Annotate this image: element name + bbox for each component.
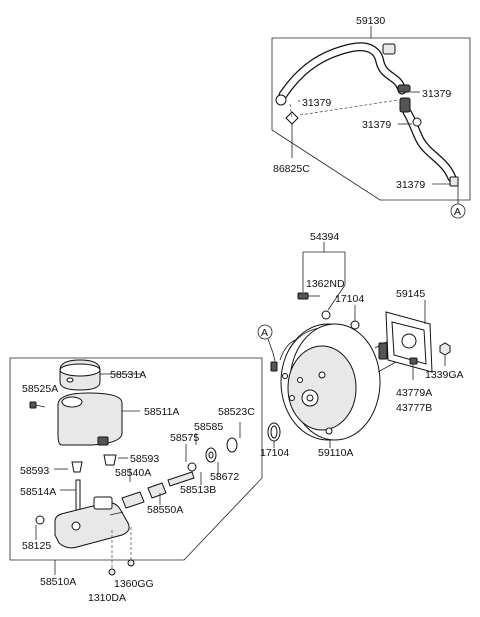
part-label-58531A: 58531A: [110, 369, 146, 381]
part-label-58514A: 58514A: [20, 486, 56, 498]
part-label-17104: 17104: [335, 293, 364, 305]
part-label-58125: 58125: [22, 540, 51, 552]
part-label-58523C: 58523C: [218, 406, 255, 418]
part-label-1310DA: 1310DA: [88, 592, 126, 604]
part-label-58593: 58593: [130, 453, 159, 465]
vacuum-hose-group: [271, 26, 471, 219]
part-label-43779A: 43779A: [396, 387, 432, 399]
part-label-31379: 31379: [302, 97, 331, 109]
reference-marker-a: A: [454, 206, 461, 218]
brake-booster-group: [257, 242, 451, 448]
part-label-1339GA: 1339GA: [425, 369, 464, 381]
part-label-58575: 58575: [170, 432, 199, 444]
part-label-31379: 31379: [396, 179, 425, 191]
part-label-31379: 31379: [422, 88, 451, 100]
part-label-31379: 31379: [362, 119, 391, 131]
part-label-1360GG: 1360GG: [114, 578, 154, 590]
part-label-17104: 17104: [260, 447, 289, 459]
part-label-58525A: 58525A: [22, 383, 58, 395]
part-label-59145: 59145: [396, 288, 425, 300]
part-label-58585: 58585: [194, 421, 223, 433]
part-label-58513B: 58513B: [180, 484, 216, 496]
part-label-58593: 58593: [20, 465, 49, 477]
part-label-1362ND: 1362ND: [306, 278, 345, 290]
part-label-54394: 54394: [310, 231, 339, 243]
part-label-58540A: 58540A: [115, 467, 151, 479]
part-label-58511A: 58511A: [144, 406, 179, 418]
master-cylinder-group: [9, 357, 263, 576]
reference-marker-a: A: [261, 327, 268, 339]
part-label-58550A: 58550A: [147, 504, 183, 516]
part-label-58510A: 58510A: [40, 576, 76, 588]
part-label-58672: 58672: [210, 471, 239, 483]
part-label-43777B: 43777B: [396, 402, 432, 414]
part-label-86825C: 86825C: [273, 163, 310, 175]
part-label-59130: 59130: [356, 15, 385, 27]
part-label-59110A: 59110A: [318, 447, 353, 459]
